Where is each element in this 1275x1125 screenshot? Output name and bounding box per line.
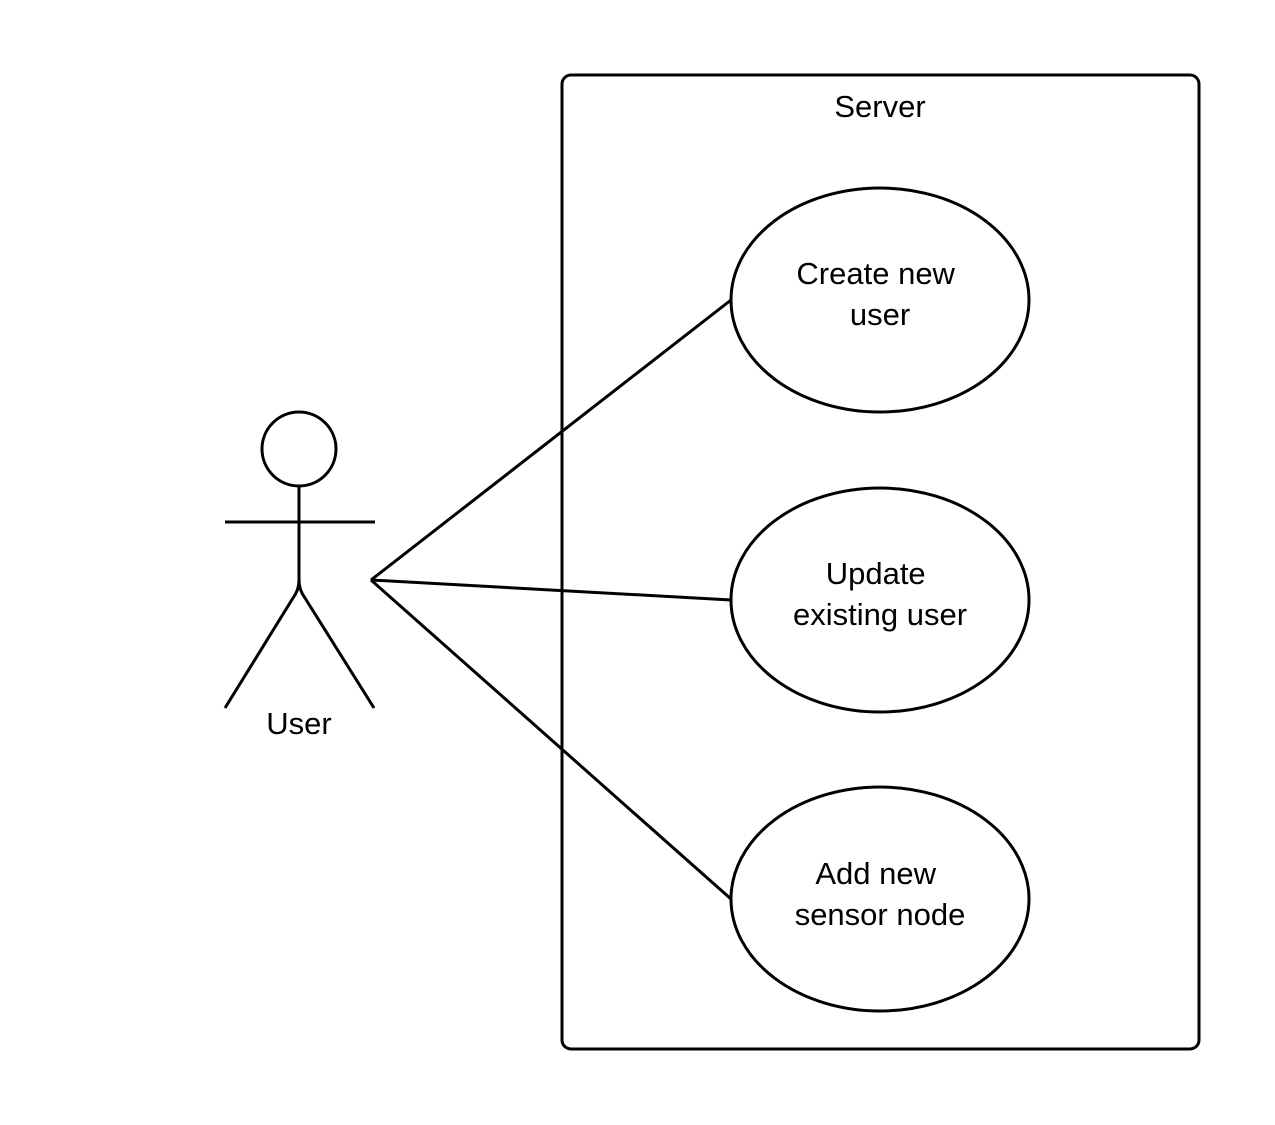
system-boundary: Server bbox=[560, 73, 1201, 1051]
actor-stick-figure-icon bbox=[223, 410, 376, 709]
association-line-update-user bbox=[370, 578, 732, 602]
association-line-create-user bbox=[370, 298, 732, 582]
use-case-update-user: Update existing user bbox=[729, 486, 1031, 714]
use-case-label-line: sensor node bbox=[795, 897, 966, 932]
use-case-label: Add new sensor node bbox=[795, 856, 966, 932]
actor-user: User bbox=[223, 410, 376, 741]
association-line-add-sensor bbox=[370, 578, 732, 901]
use-case-label: Update existing user bbox=[793, 556, 967, 632]
system-boundary-box bbox=[560, 73, 1201, 1051]
actor-label: User bbox=[266, 706, 331, 741]
actor-head bbox=[260, 410, 338, 488]
system-title: Server bbox=[834, 89, 925, 124]
use-case-ellipse bbox=[729, 486, 1031, 714]
use-case-label: Create new user bbox=[796, 256, 963, 332]
use-case-label-line: Create new bbox=[796, 256, 955, 291]
use-case-add-sensor-node: Add new sensor node bbox=[729, 785, 1031, 1013]
associations bbox=[370, 298, 732, 901]
use-case-ellipse bbox=[729, 186, 1031, 414]
use-case-label-line: Update bbox=[826, 556, 926, 591]
actor-right-leg bbox=[297, 579, 376, 709]
use-case-label-line: Add new bbox=[815, 856, 936, 891]
use-case-label-line: existing user bbox=[793, 597, 967, 632]
use-case-ellipse bbox=[729, 785, 1031, 1013]
use-case-create-user: Create new user bbox=[729, 186, 1031, 414]
actor-left-leg bbox=[223, 579, 301, 709]
use-case-label-line: user bbox=[850, 297, 910, 332]
